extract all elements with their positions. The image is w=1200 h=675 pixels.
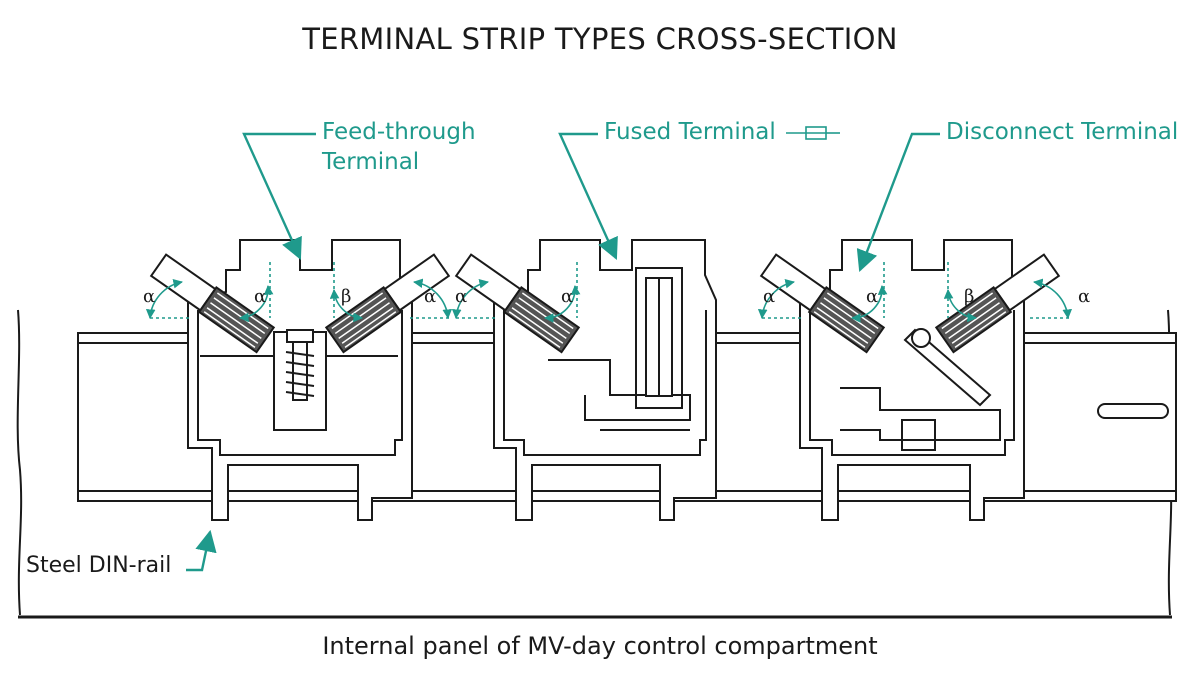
angle-alpha-3: α xyxy=(424,286,436,307)
angle-arcs xyxy=(145,262,1073,323)
angle-alpha-7: α xyxy=(866,286,878,307)
angle-symbols: α α β α α α α α β α xyxy=(143,286,1090,307)
angle-alpha-2: α xyxy=(254,286,266,307)
angle-alpha-1: α xyxy=(143,286,155,307)
angle-alpha-4: α xyxy=(455,286,467,307)
angle-alpha-5: α xyxy=(561,286,573,307)
diagram-title: TERMINAL STRIP TYPES CROSS-SECTION xyxy=(302,22,898,56)
feedthrough-label: Feed-through Terminal xyxy=(322,117,476,177)
feedthrough-label-line1: Feed-through xyxy=(322,119,476,145)
angle-beta-2: β xyxy=(964,286,974,307)
panel-caption: Internal panel of MV-day control compart… xyxy=(322,632,878,660)
disconnect-lever xyxy=(903,328,992,407)
angle-beta-1: β xyxy=(341,286,351,307)
clamp-screw xyxy=(285,329,315,401)
angle-alpha-8: α xyxy=(1078,286,1090,307)
din-rail-label: Steel DIN-rail xyxy=(26,553,172,578)
angle-alpha-6: α xyxy=(763,286,775,307)
disconnect-label: Disconnect Terminal xyxy=(946,119,1179,145)
leader-lines xyxy=(186,132,940,572)
fuse-symbol xyxy=(786,126,840,140)
feedthrough-label-line2: Terminal xyxy=(322,149,420,175)
fused-label: Fused Terminal xyxy=(604,119,776,145)
